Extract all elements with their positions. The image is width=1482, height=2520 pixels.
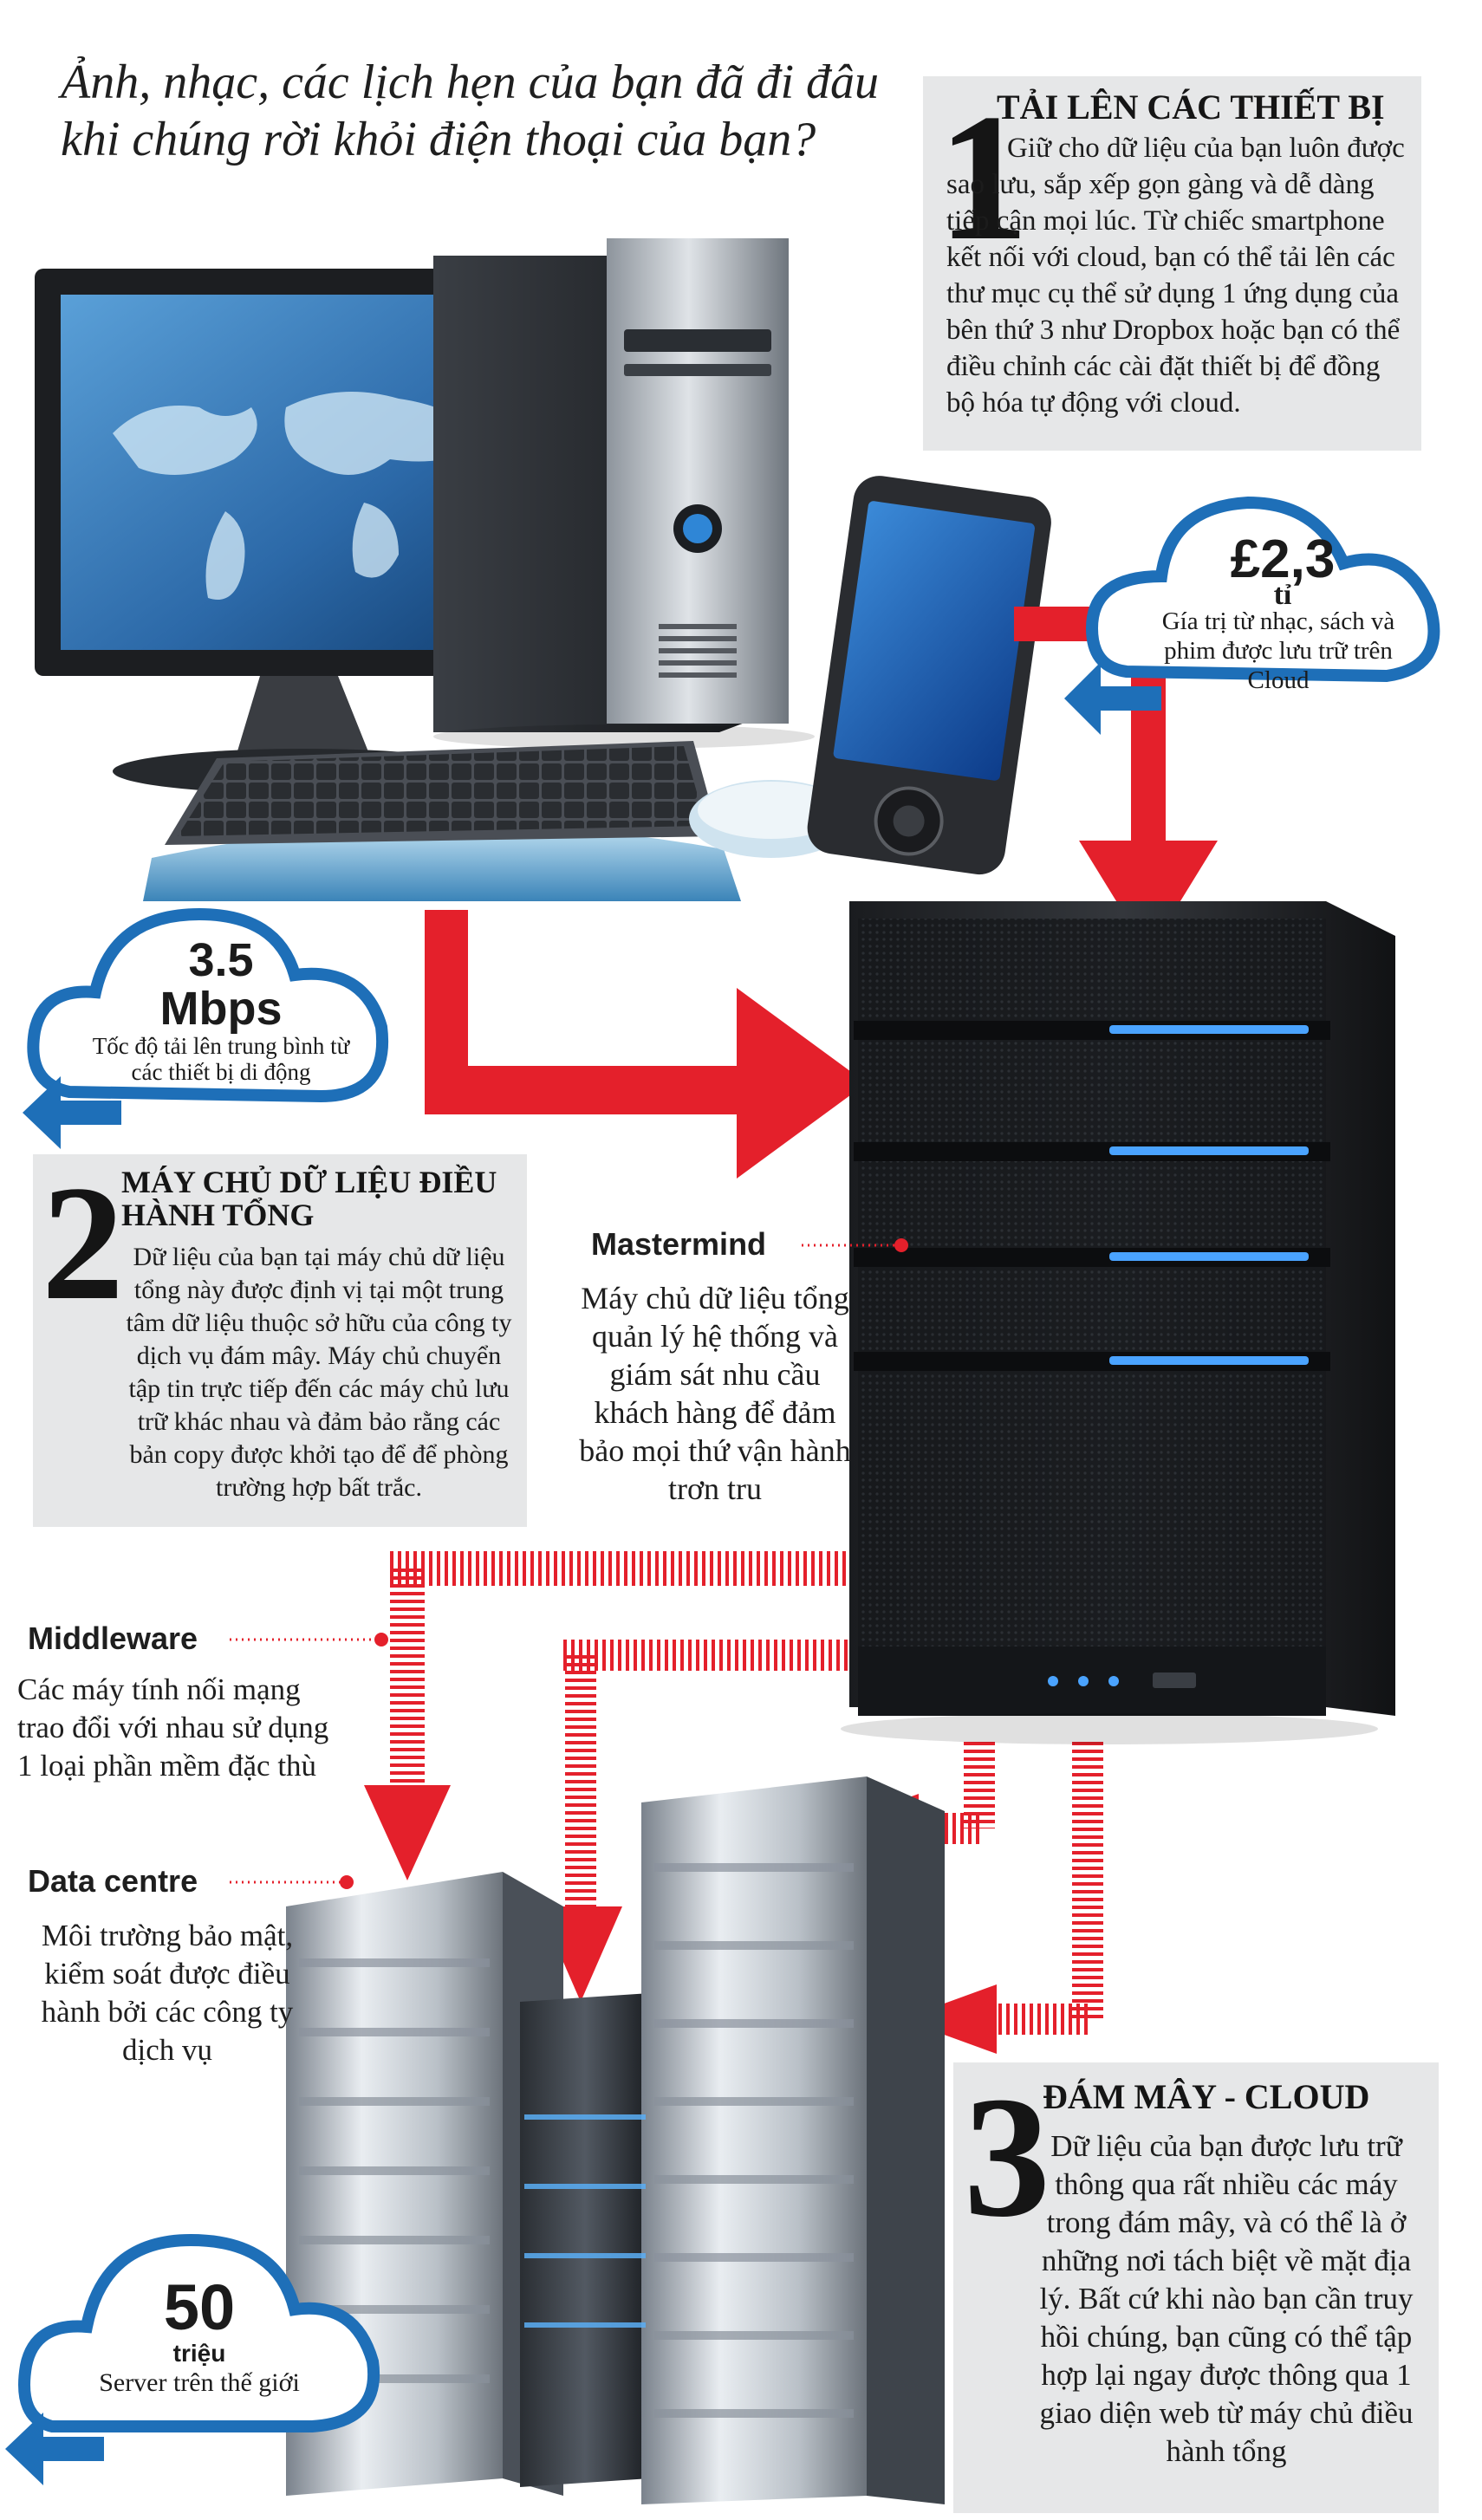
data-centre-racks-icon: [286, 1776, 945, 2504]
step1-panel: [923, 76, 1421, 451]
value-stored-unit: tỉ: [1273, 579, 1292, 611]
server-count-unit: triệu: [172, 2340, 226, 2367]
data-centre-label: Data centre: [28, 1863, 198, 1899]
mastermind-description: Máy chủ dữ liệu tổng quản lý hệ thống và…: [579, 1281, 851, 1506]
callout-leaders: [230, 1244, 901, 1884]
step-title-3: ĐÁM MÂY - CLOUD: [1043, 2077, 1370, 2116]
mastermind-label: Mastermind: [591, 1226, 767, 1262]
desktop-tower-icon: [433, 238, 815, 749]
server-count-caption: Server trên thế giới: [99, 2368, 300, 2397]
middleware-label: Middleware: [28, 1620, 198, 1656]
keyboard-icon: [143, 741, 741, 901]
step-number-3: 3: [964, 2062, 1050, 2253]
data-centre-description: Môi trường bảo mật, kiểm soát được điều …: [41, 1919, 294, 2067]
step2-panel: [33, 1154, 527, 1527]
step3-panel: [953, 2062, 1439, 2513]
value-stored-caption: Gía trị từ nhạc, sách và phim được lưu t…: [1161, 607, 1395, 694]
step-body-3: Dữ liệu của bạn được lưu trữ thông qua r…: [1039, 2129, 1414, 2468]
cloud-value-stored-icon: [1064, 496, 1440, 735]
middleware-description: Các máy tính nối mạng trao đổi với nhau …: [17, 1672, 329, 1783]
page-title: Ảnh, nhạc, các lịch hẹn của bạn đã đi đâ…: [61, 55, 880, 167]
upload-speed-figure: 3.5 Mbps: [159, 934, 283, 1035]
cloud-servers-icon: [5, 2233, 380, 2485]
cloud-upload-speed-icon: [23, 907, 389, 1149]
smartphone-icon: [807, 476, 1051, 875]
step-body-1: Giữ cho dữ liệu của bạn luôn được sao lư…: [946, 133, 1405, 419]
value-stored-figure: £2,3: [1230, 529, 1336, 589]
step-number-2: 2: [42, 1153, 124, 1335]
middleware-arrows: [364, 1551, 1103, 2054]
step-number-1: 1: [938, 77, 1029, 278]
server-count-figure: 50: [163, 2271, 236, 2343]
step-title-1: TẢI LÊN CÁC THIẾT BỊ: [997, 88, 1385, 127]
master-server-icon: [841, 901, 1395, 1744]
step-body-2: Dữ liệu của bạn tại máy chủ dữ liệu tổng…: [126, 1243, 512, 1502]
step-title-2: MÁY CHỦ DỮ LIỆU ĐIỀU HÀNH TỔNG: [121, 1165, 497, 1232]
upload-speed-caption: Tốc độ tải lên trung bình từ các thiết b…: [92, 1033, 350, 1085]
